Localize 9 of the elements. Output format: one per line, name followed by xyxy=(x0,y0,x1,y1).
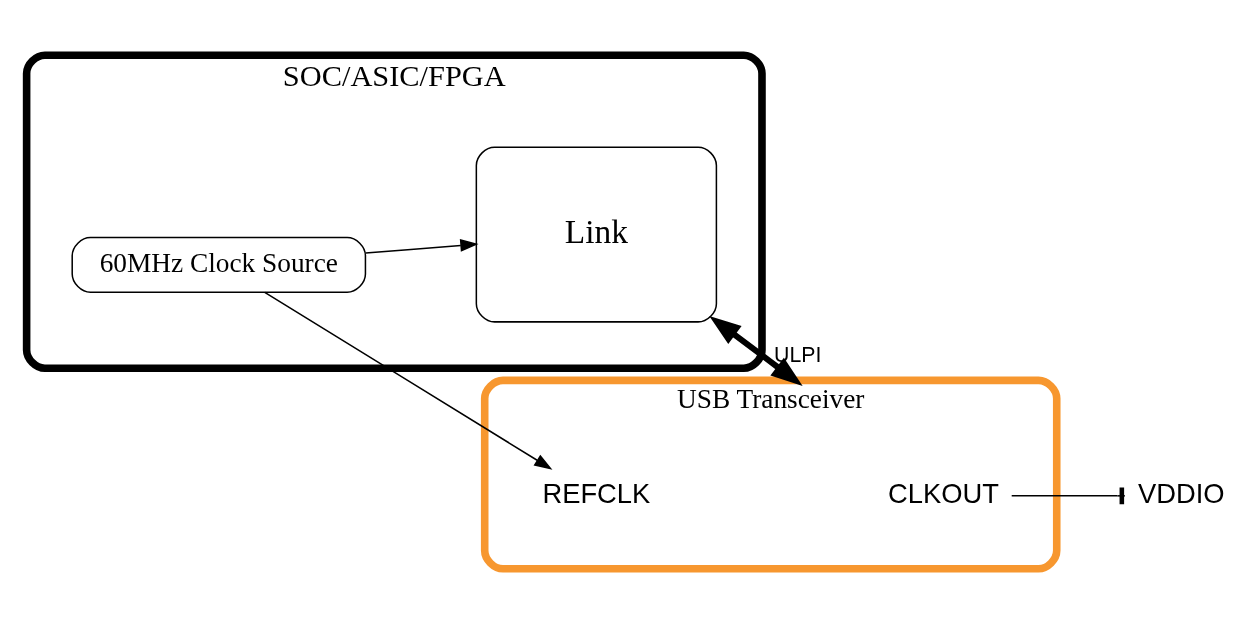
node-text: REFCLK xyxy=(542,477,651,509)
arrow xyxy=(364,239,479,254)
arrow xyxy=(264,291,553,470)
node-text: CLKOUT xyxy=(888,477,999,509)
node-text: VDDIO xyxy=(1138,477,1225,509)
edge-label: ULPI xyxy=(774,343,822,368)
node-box: Link xyxy=(475,146,718,323)
node-box: 60MHz Clock Source xyxy=(71,236,367,293)
arrow xyxy=(709,316,803,386)
